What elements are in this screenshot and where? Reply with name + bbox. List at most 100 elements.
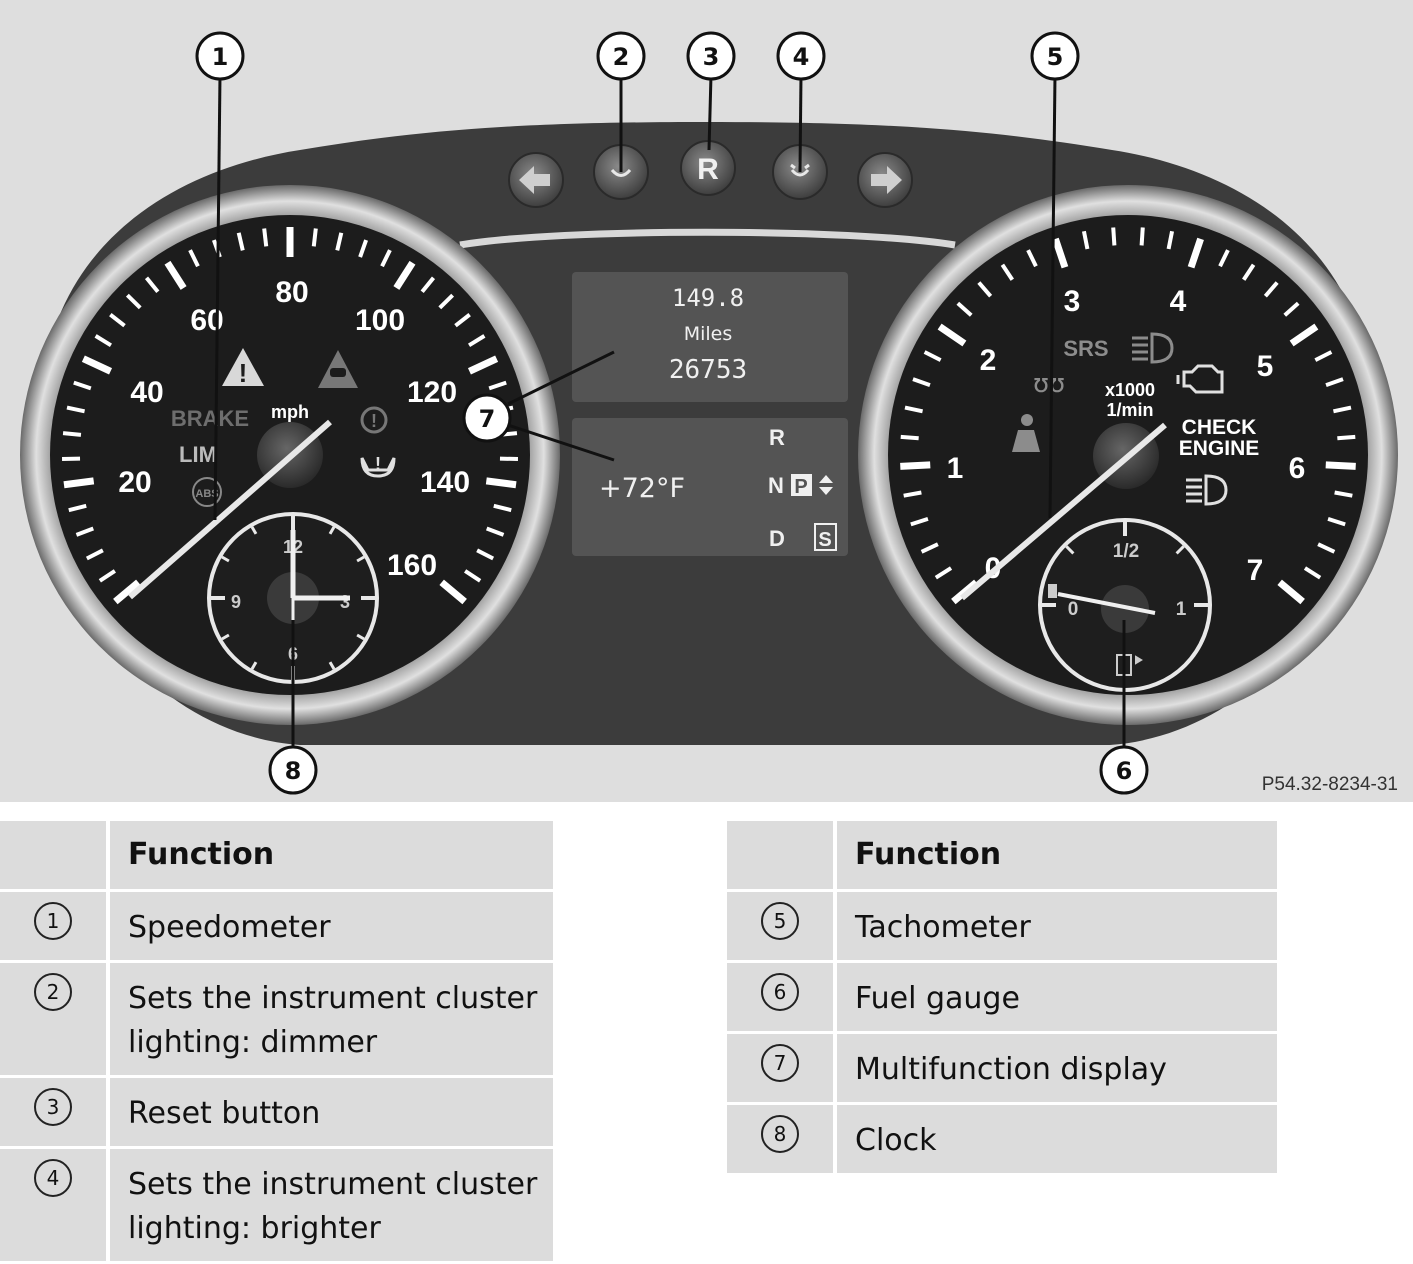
fuel-label-full: 1 — [1176, 599, 1187, 620]
number-column-header — [0, 821, 110, 889]
callout-5: 5 — [1032, 33, 1078, 79]
check-engine-line2: ENGINE — [1179, 437, 1260, 460]
table-row: 8 Clock — [727, 1105, 1277, 1173]
major-tick — [900, 465, 930, 466]
callout-3: 3 — [688, 33, 734, 79]
table-header: Function — [727, 821, 1277, 889]
rpm-label-4: 4 — [1170, 285, 1187, 318]
row-number: 7 — [761, 1044, 799, 1082]
rpm-label-7: 7 — [1247, 554, 1264, 587]
table-row: 4 Sets the instrument cluster lighting: … — [0, 1149, 553, 1261]
gear-n: N — [768, 473, 784, 498]
speed-label-140: 140 — [420, 466, 470, 499]
gear-d: D — [769, 526, 785, 551]
row-number: 3 — [34, 1088, 72, 1126]
figure-code: P54.32-8234-31 — [1262, 774, 1398, 795]
callout-8: 8 — [270, 747, 316, 793]
arrow-left-button[interactable] — [509, 153, 563, 207]
table-row: 6 Fuel gauge — [727, 963, 1277, 1031]
svg-text:7: 7 — [479, 405, 496, 433]
instrument-cluster-figure: R 20 40 60 80 100 120 140 160 mph BRAKE … — [0, 0, 1413, 802]
arrow-right-button[interactable] — [858, 153, 912, 207]
row-number: 6 — [761, 973, 799, 1011]
row-text: Tachometer — [837, 892, 1277, 960]
row-text: Clock — [837, 1105, 1277, 1173]
row-text: Speedometer — [110, 892, 553, 960]
speed-label-100: 100 — [355, 304, 405, 337]
row-number: 2 — [34, 973, 72, 1011]
odometer-value: 26753 — [669, 355, 747, 385]
function-table-right: Function 5 Tachometer 6 Fuel gauge 7 Mul… — [727, 818, 1277, 1176]
svg-text:8: 8 — [285, 757, 302, 785]
row-number: 1 — [34, 902, 72, 940]
callout-7: 7 — [464, 395, 510, 441]
tach-unit-line1: x1000 — [1105, 380, 1155, 400]
check-engine-line1: CHECK — [1182, 416, 1257, 439]
row-number: 8 — [761, 1115, 799, 1153]
svg-text:2: 2 — [613, 43, 630, 71]
fuel-label-empty: 0 — [1068, 599, 1079, 620]
brake-label: BRAKE — [171, 406, 249, 431]
trip-value: 149.8 — [672, 284, 744, 312]
row-text: Sets the instrument cluster lighting: di… — [110, 963, 553, 1075]
minor-tick — [63, 433, 81, 435]
table-row: 7 Multifunction display — [727, 1034, 1277, 1102]
callout-4: 4 — [778, 33, 824, 79]
major-tick — [486, 481, 516, 485]
function-column-header: Function — [837, 821, 1277, 889]
function-table-left: Function 1 Speedometer 2 Sets the instru… — [0, 818, 553, 1264]
rpm-label-1: 1 — [947, 452, 964, 485]
minor-tick — [1337, 437, 1355, 438]
speed-label-120: 120 — [407, 376, 457, 409]
reset-button-label: R — [697, 153, 719, 186]
table-row: 2 Sets the instrument cluster lighting: … — [0, 963, 553, 1075]
rpm-label-3: 3 — [1064, 285, 1081, 318]
minor-tick — [1142, 227, 1143, 245]
minor-tick — [264, 228, 266, 246]
row-text: Multifunction display — [837, 1034, 1277, 1102]
tach-unit-line2: 1/min — [1106, 400, 1153, 420]
svg-text:1: 1 — [212, 43, 229, 71]
table-header: Function — [0, 821, 553, 889]
rpm-label-2: 2 — [980, 344, 997, 377]
callout-2: 2 — [598, 33, 644, 79]
speedometer-unit: mph — [271, 402, 309, 422]
row-number: 4 — [34, 1159, 72, 1197]
svg-text:4: 4 — [793, 43, 810, 71]
table-row: 5 Tachometer — [727, 892, 1277, 960]
speed-label-80: 80 — [275, 276, 308, 309]
gear-r: R — [769, 425, 785, 450]
row-number: 5 — [761, 902, 799, 940]
speed-label-40: 40 — [130, 376, 163, 409]
speed-label-20: 20 — [118, 466, 151, 499]
minor-tick — [314, 228, 316, 246]
glow-plug-icon: ʊʊ — [1033, 369, 1065, 399]
svg-text:!: ! — [239, 358, 248, 388]
minor-tick — [1113, 227, 1114, 245]
srs-label: SRS — [1063, 336, 1108, 361]
rpm-label-6: 6 — [1289, 452, 1306, 485]
gear-p: P — [794, 476, 807, 498]
table-row: 3 Reset button — [0, 1078, 553, 1146]
rpm-label-5: 5 — [1257, 350, 1274, 383]
svg-text:6: 6 — [1116, 757, 1133, 785]
svg-text:5: 5 — [1047, 43, 1064, 71]
svg-text:3: 3 — [703, 43, 720, 71]
fuel-label-half: 1/2 — [1113, 541, 1139, 562]
minor-tick — [901, 437, 919, 438]
fuel-reserve-marker — [1048, 584, 1057, 598]
row-text: Sets the instrument cluster lighting: br… — [110, 1149, 553, 1261]
speed-label-160: 160 — [387, 549, 437, 582]
lim-label: LIM — [179, 442, 217, 467]
row-text: Reset button — [110, 1078, 553, 1146]
svg-text:!: ! — [375, 454, 381, 474]
distance-unit: Miles — [684, 323, 733, 345]
major-tick — [1326, 465, 1356, 466]
outside-temperature: +72°F — [599, 473, 685, 504]
callout-6: 6 — [1101, 747, 1147, 793]
row-text: Fuel gauge — [837, 963, 1277, 1031]
number-column-header — [727, 821, 837, 889]
table-row: 1 Speedometer — [0, 892, 553, 960]
major-tick — [64, 481, 94, 485]
gear-s: S — [818, 529, 831, 551]
